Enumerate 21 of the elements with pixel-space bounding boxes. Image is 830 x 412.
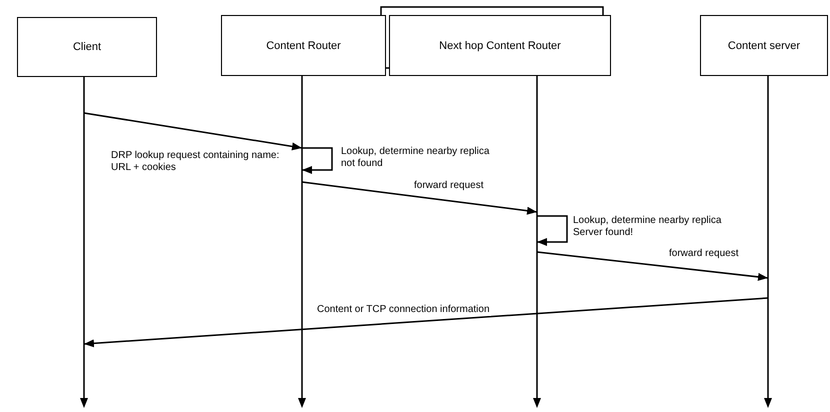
lifeline-arrow [764,76,772,408]
self-message-arrow [537,215,568,246]
participant-name: Content Router [266,40,341,52]
participant-name: Content server [728,40,800,52]
self-message-arrow [302,147,333,174]
message-label: forward request [668,248,740,260]
participant-box [700,15,828,76]
lifeline-arrow [533,76,541,408]
message-label: Content or TCP connection information [316,304,491,316]
message-arrow [536,251,768,281]
message-arrow [84,112,302,150]
lifeline-arrow [80,77,88,408]
participant-name: Client [72,41,102,53]
lifeline-arrow [298,76,306,408]
participant-box [221,15,386,76]
participant-name: Next hop Content Router [439,40,561,52]
message-label: forward request [413,180,484,192]
message-arrow [84,297,768,348]
message-arrow [302,181,538,215]
participant-box [17,17,157,77]
participant-box [389,15,611,76]
